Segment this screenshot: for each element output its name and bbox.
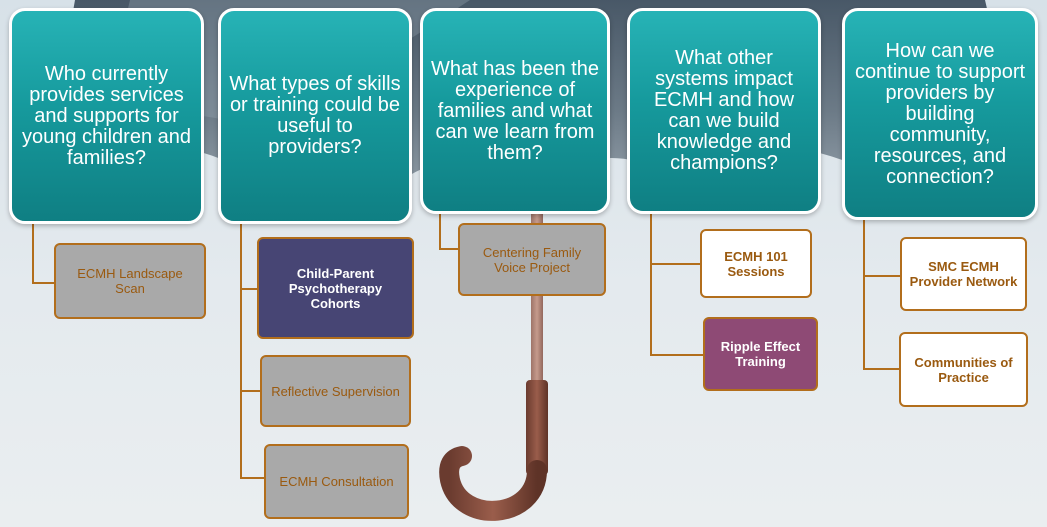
item-label: Reflective Supervision [271,383,400,399]
question-text: What other systems impact ECMH and how c… [653,47,795,174]
connector-col1-vertical [32,222,34,284]
connector-col2-item1 [240,288,258,290]
connector-col5-vertical [863,218,865,370]
item-label: SMC ECMH Provider Network [909,259,1018,289]
connector-col2-vertical [240,222,242,479]
question-box-providers: Who currently provides services and supp… [9,8,204,224]
item-centering-family-voice-project: Centering Family Voice Project [458,223,606,296]
item-ripple-effect-training: Ripple Effect Training [703,317,818,391]
question-text: Who currently provides services and supp… [21,62,191,169]
question-box-family-experience: What has been the experience of families… [420,8,610,214]
item-label: Communities of Practice [914,354,1013,385]
item-communities-of-practice: Communities of Practice [899,332,1028,407]
item-label: ECMH Consultation [279,474,394,489]
connector-col2-item3 [240,477,264,479]
item-reflective-supervision: Reflective Supervision [260,355,411,427]
connector-col4-item2 [650,354,704,356]
item-ecmh-landscape-scan: ECMH Landscape Scan [54,243,206,319]
connector-col5-item1 [863,275,901,277]
connector-col4-vertical [650,213,652,356]
item-child-parent-psychotherapy-cohorts: Child-Parent Psychotherapy Cohorts [257,237,414,339]
question-box-support-providers: How can we continue to support providers… [842,8,1038,220]
question-text: How can we continue to support providers… [854,39,1026,188]
connector-col3-vertical [439,213,441,250]
item-label: ECMH Landscape Scan [77,266,183,296]
connector-col3-item1 [439,248,459,250]
item-ecmh-consultation: ECMH Consultation [264,444,409,519]
connector-col1-item1 [32,282,54,284]
question-text: What has been the experience of families… [431,57,599,164]
question-box-other-systems: What other systems impact ECMH and how c… [627,8,821,214]
connector-col2-item2 [240,390,260,392]
item-label: Ripple Effect Training [720,339,801,369]
connector-col4-item1 [650,263,700,265]
connector-col5-item2 [863,368,899,370]
question-text: What types of skills or training could b… [229,73,401,158]
question-box-skills-training: What types of skills or training could b… [218,8,412,224]
item-label: ECMH 101 Sessions [724,248,788,279]
item-label: Child-Parent Psychotherapy Cohorts [288,265,383,311]
umbrella-handle-hook [439,446,547,521]
item-ecmh-101-sessions: ECMH 101 Sessions [700,229,812,298]
umbrella-handle-grip [526,380,548,475]
item-smc-ecmh-provider-network: SMC ECMH Provider Network [900,237,1027,311]
item-label: Centering Family Voice Project [482,244,582,275]
